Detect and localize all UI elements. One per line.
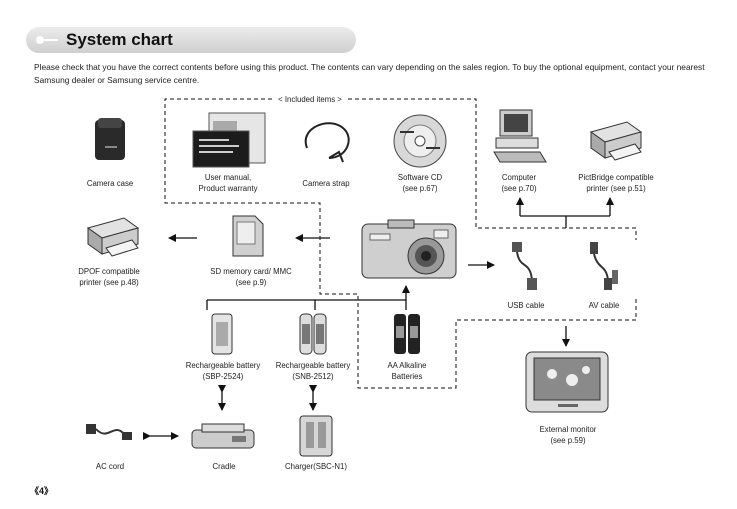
label-line: User manual, — [204, 173, 252, 182]
cradle-image — [191, 423, 255, 449]
label-rechargeable-battery-2: Rechargeable battery (SNB-2512) — [266, 360, 360, 382]
label-line: SD memory card/ MMC — [210, 267, 292, 276]
label-line: (see p.9) — [235, 278, 267, 287]
label-aa-batteries: AA Alkaline Batteries — [372, 360, 442, 382]
label-computer: Computer (see p.70) — [482, 172, 556, 194]
label-line: AA Alkaline — [387, 361, 427, 370]
label-user-manual: User manual, Product warranty — [178, 172, 278, 194]
label-line: (SNB-2512) — [292, 372, 334, 381]
pictbridge-printer-image — [589, 121, 643, 161]
label-pictbridge-printer: PictBridge compatible printer (see p.51) — [566, 172, 666, 194]
camera-case-image — [95, 118, 125, 160]
label-sd-card: SD memory card/ MMC (see p.9) — [196, 266, 306, 288]
label-line: External monitor — [539, 425, 597, 434]
label-line: (see p.59) — [550, 436, 586, 445]
label-line: Charger(SBC-N1) — [285, 462, 347, 471]
included-items-label: < Included items > — [272, 94, 348, 105]
label-camera-case: Camera case — [70, 178, 150, 189]
label-line: (see p.67) — [402, 184, 438, 193]
page-title: System chart — [66, 30, 173, 49]
aa-batteries-image — [394, 314, 420, 354]
label-line: Product warranty — [198, 184, 258, 193]
label-charger: Charger(SBC-N1) — [276, 461, 356, 472]
label-line: Software CD — [397, 173, 443, 182]
label-line: Camera case — [86, 179, 134, 188]
label-software-cd: Software CD (see p.67) — [380, 172, 460, 194]
av-cable-image — [590, 242, 618, 290]
label-dpof-printer: DPOF compatible printer (see p.48) — [64, 266, 154, 288]
label-line: Camera strap — [302, 179, 350, 188]
label-line: (SBP-2524) — [202, 372, 244, 381]
label-camera-strap: Camera strap — [286, 178, 366, 189]
title-bullet-line — [44, 39, 58, 41]
intro-paragraph: Please check that you have the correct c… — [34, 62, 705, 85]
sd-card-image — [232, 215, 264, 257]
label-line: Cradle — [212, 462, 236, 471]
label-usb-cable: USB cable — [496, 300, 556, 311]
software-cd-image — [393, 114, 447, 168]
external-monitor-image — [525, 351, 609, 413]
dpof-printer-image — [86, 217, 140, 257]
camera-strap-image — [304, 122, 350, 163]
ac-cord-image — [86, 424, 132, 440]
label-ac-cord: AC cord — [80, 461, 140, 472]
label-line: Batteries — [391, 372, 423, 381]
title-bar — [26, 27, 356, 53]
label-line: printer (see p.51) — [586, 184, 646, 193]
rechargeable-battery-1-image — [211, 313, 233, 355]
label-line: AV cable — [588, 301, 620, 310]
label-line: Rechargeable battery — [275, 361, 351, 370]
label-line: printer (see p.48) — [79, 278, 139, 287]
label-rechargeable-battery-1: Rechargeable battery (SBP-2524) — [176, 360, 270, 382]
label-line: Computer — [501, 173, 537, 182]
label-line: DPOF compatible — [78, 267, 140, 276]
label-av-cable: AV cable — [576, 300, 632, 311]
label-line: USB cable — [507, 301, 545, 310]
label-external-monitor: External monitor (see p.59) — [526, 424, 610, 446]
charger-image — [299, 415, 333, 457]
usb-cable-image — [512, 242, 537, 290]
label-cradle: Cradle — [196, 461, 252, 472]
label-line: Rechargeable battery — [185, 361, 261, 370]
rechargeable-battery-2-image — [299, 313, 327, 355]
computer-image — [493, 109, 547, 163]
label-line: PictBridge compatible — [578, 173, 654, 182]
user-manual-image — [192, 112, 266, 168]
camera-image — [361, 219, 457, 279]
title-bullet-icon — [36, 36, 44, 44]
page-number: 《4》 — [30, 486, 54, 496]
label-line: AC cord — [95, 462, 125, 471]
label-line: (see p.70) — [501, 184, 537, 193]
